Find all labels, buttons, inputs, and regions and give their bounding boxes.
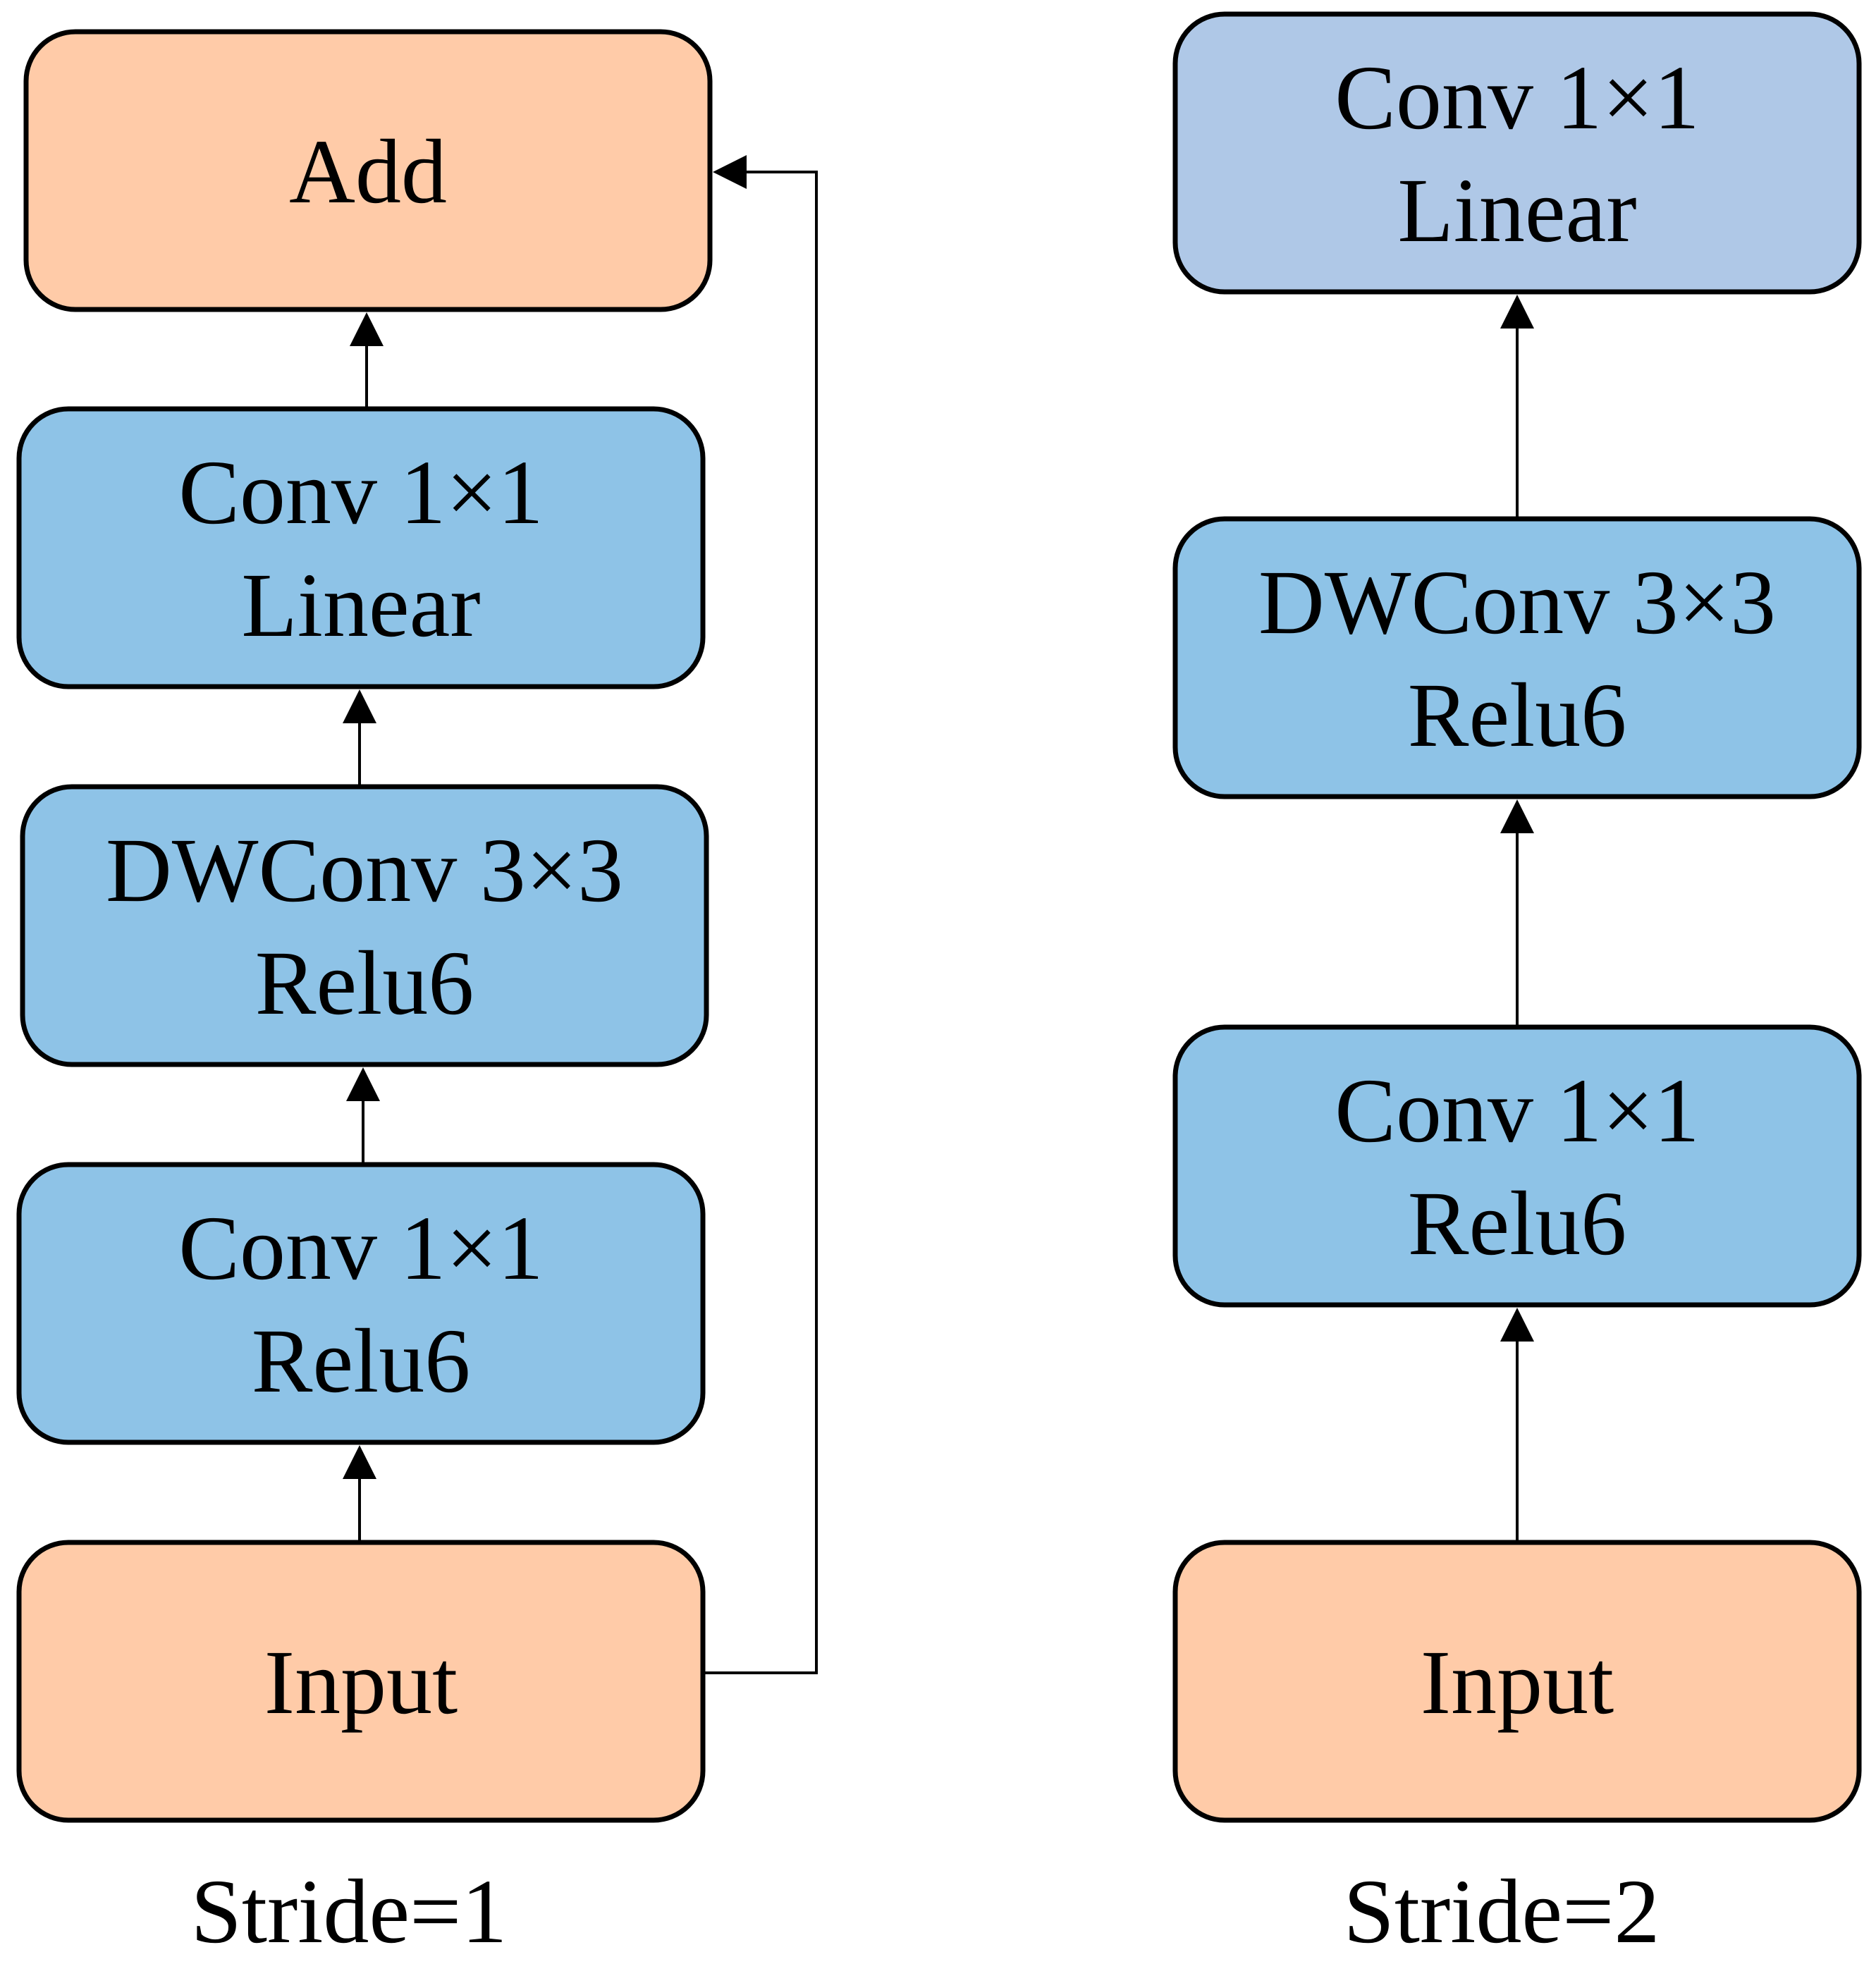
left-add-label-0: Add (289, 121, 447, 223)
right-conv1x1-linear-box (1172, 11, 1862, 295)
left-add-box (23, 29, 713, 312)
right-dwconv3x3-relu6-label-1: Relu6 (1408, 665, 1627, 766)
right-arrowhead-conv1x1-relu6-to-dwconv3x3-relu6 (1500, 799, 1534, 833)
edges-layer (343, 155, 1534, 1674)
left-conv1x1-relu6-label-1: Relu6 (252, 1311, 471, 1412)
stride-2-caption: Stride=2 (1344, 1861, 1660, 1963)
stride-1-caption: Stride=1 (191, 1861, 508, 1963)
right-conv1x1-relu6-box (1172, 1024, 1862, 1308)
right-input-box (1172, 1540, 1862, 1823)
left-input-box (16, 1540, 706, 1823)
right-conv1x1-relu6-label-1: Relu6 (1408, 1173, 1627, 1275)
right-dwconv3x3-relu6-box (1172, 516, 1862, 799)
left-add-node: Add (23, 29, 713, 312)
right-conv1x1-linear-label-1: Linear (1397, 160, 1636, 262)
left-conv1x1-linear-box (16, 406, 706, 689)
left-arrowhead-conv1x1-linear-to-add (350, 312, 384, 346)
right-input-label-0: Input (1421, 1632, 1614, 1733)
right-arrowhead-input-to-conv1x1-relu6 (1500, 1308, 1534, 1342)
right-input-node: Input (1172, 1540, 1862, 1823)
left-conv1x1-relu6-label-0: Conv 1×1 (178, 1198, 544, 1299)
right-dwconv3x3-relu6-label-0: DWConv 3×3 (1258, 552, 1776, 653)
left-dwconv3x3-relu6-box (20, 784, 709, 1067)
left-input-node: Input (16, 1540, 706, 1823)
left-input-label-0: Input (264, 1632, 458, 1733)
right-conv1x1-relu6-label-0: Conv 1×1 (1335, 1060, 1700, 1162)
left-conv1x1-linear-label-1: Linear (241, 555, 480, 656)
left-dwconv3x3-relu6-label-0: DWConv 3×3 (106, 820, 623, 921)
left-skip-connection-arrowhead (713, 155, 747, 189)
left-skip-connection-edge (703, 171, 818, 1674)
left-conv1x1-relu6-box (16, 1162, 706, 1445)
left-dwconv3x3-relu6-label-1: Relu6 (255, 933, 474, 1034)
left-conv1x1-linear-label-0: Conv 1×1 (178, 442, 544, 544)
right-arrowhead-dwconv3x3-relu6-to-conv1x1-linear (1500, 295, 1534, 329)
left-arrowhead-dwconv3x3-relu6-to-conv1x1-linear (343, 689, 376, 723)
left-arrowhead-conv1x1-relu6-to-dwconv3x3-relu6 (346, 1067, 380, 1101)
right-conv1x1-linear-label-0: Conv 1×1 (1335, 47, 1700, 149)
left-arrowhead-input-to-conv1x1-relu6 (343, 1445, 376, 1479)
